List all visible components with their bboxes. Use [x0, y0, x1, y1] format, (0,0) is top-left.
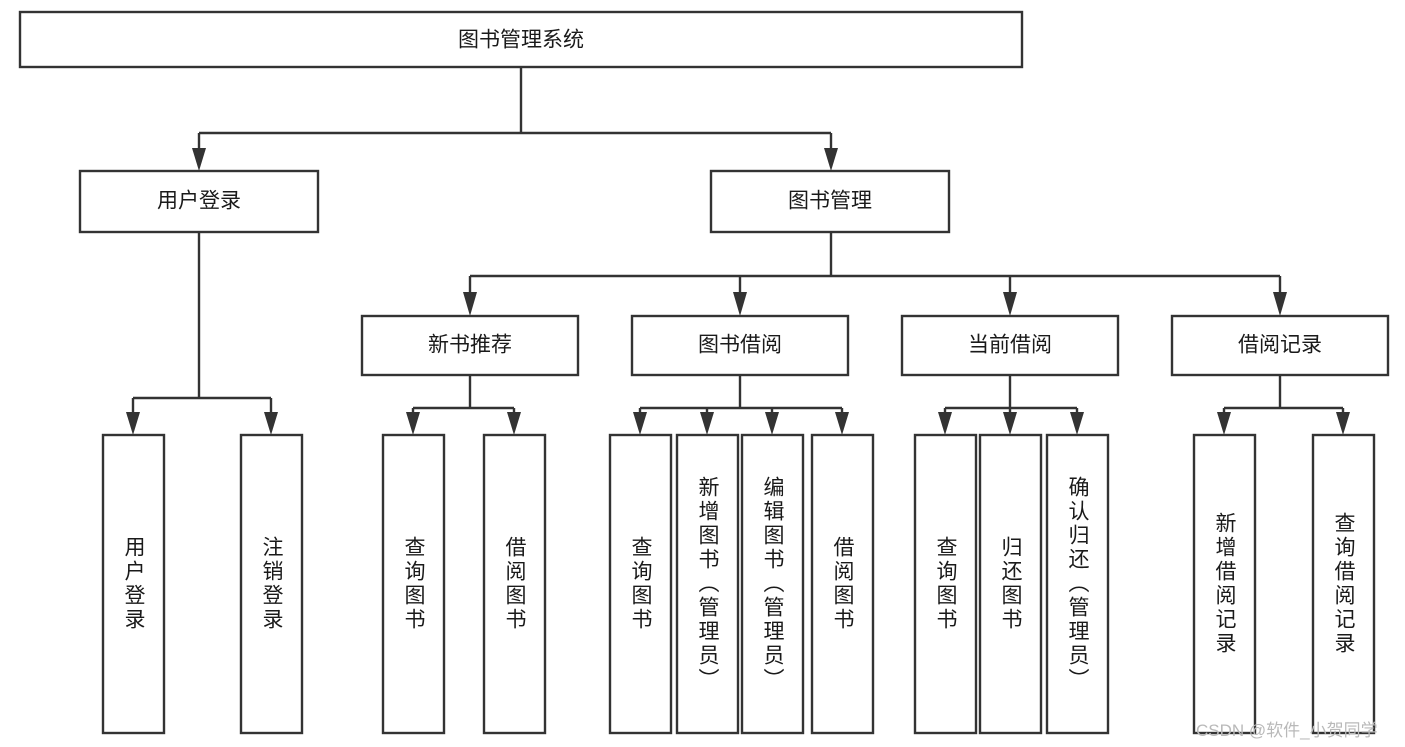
node-user-login-box[interactable]	[78, 169, 320, 234]
leaf-box-book-borrow-1[interactable]	[608, 433, 673, 735]
node-root-label: 图书管理系统	[458, 29, 584, 52]
connector-user-login-split	[131, 232, 273, 416]
connector-group-borrow-record-to-leaves	[1217, 375, 1350, 435]
node-current-borrow[interactable]: 当前借阅	[900, 314, 1120, 377]
arrowhead-leaf-u1	[126, 412, 140, 435]
arrowhead-leaf-b3	[765, 412, 779, 435]
leaf-box-book-borrow-2[interactable]	[675, 433, 740, 735]
leaf-boxes-new-book-recommend	[381, 433, 547, 735]
leaf-boxes-user-login	[101, 433, 304, 735]
connector-group-current-borrow-to-leaves	[938, 375, 1084, 435]
connector-book-manage-split	[468, 232, 1282, 296]
arrowhead-to-book-borrow	[733, 292, 747, 316]
connector-book-borrow-split	[638, 375, 844, 416]
node-root[interactable]: 图书管理系统	[18, 10, 1024, 69]
node-book-manage-label: 图书管理	[788, 190, 872, 213]
node-borrow-record[interactable]: 借阅记录	[1170, 314, 1390, 377]
node-user-login[interactable]: 用户登录	[78, 169, 320, 234]
connector-borrow-record-split	[1222, 375, 1345, 416]
node-current-borrow-box[interactable]	[900, 314, 1120, 377]
node-new-book-recommend-label: 新书推荐	[428, 334, 512, 357]
arrowhead-to-current-borrow	[1003, 292, 1017, 316]
leaf-box-borrow-record-2[interactable]	[1311, 433, 1376, 735]
node-borrow-record-box[interactable]	[1170, 314, 1390, 377]
connector-new-book-split	[411, 375, 516, 416]
arrowhead-leaf-r2	[1336, 412, 1350, 435]
leaf-box-current-borrow-2[interactable]	[978, 433, 1043, 735]
connector-group-new-book-to-leaves	[406, 375, 521, 435]
leaf-box-user-login-2[interactable]	[239, 433, 304, 735]
leaf-boxes-current-borrow	[913, 433, 1110, 735]
leaf-box-book-borrow-4[interactable]	[810, 433, 875, 735]
arrowhead-leaf-r1	[1217, 412, 1231, 435]
connector-root-split	[197, 67, 833, 152]
arrowhead-leaf-c3	[1070, 412, 1084, 435]
arrowhead-leaf-n2	[507, 412, 521, 435]
node-book-manage-box[interactable]	[709, 169, 951, 234]
arrowhead-to-user-login	[192, 148, 206, 171]
arrowhead-to-new-book	[463, 292, 477, 316]
connector-group-book-borrow-to-leaves	[633, 375, 849, 435]
arrowhead-to-borrow-record	[1273, 292, 1287, 316]
leaf-box-user-login-1[interactable]	[101, 433, 166, 735]
node-root-box[interactable]	[18, 10, 1024, 69]
node-book-manage[interactable]: 图书管理	[709, 169, 951, 234]
leaf-box-borrow-record-1[interactable]	[1192, 433, 1257, 735]
arrowhead-to-book-manage	[824, 148, 838, 171]
arrowhead-leaf-b4	[835, 412, 849, 435]
arrowhead-leaf-b2	[700, 412, 714, 435]
arrowhead-leaf-c2	[1003, 412, 1017, 435]
node-new-book-recommend-box[interactable]	[360, 314, 580, 377]
node-book-borrow-box[interactable]	[630, 314, 850, 377]
arrowhead-leaf-u2	[264, 412, 278, 435]
leaf-box-book-borrow-3[interactable]	[740, 433, 805, 735]
node-current-borrow-label: 当前借阅	[968, 334, 1052, 357]
leaf-box-current-borrow-1[interactable]	[913, 433, 978, 735]
node-book-borrow[interactable]: 图书借阅	[630, 314, 850, 377]
leaf-box-current-borrow-3[interactable]	[1045, 433, 1110, 735]
node-borrow-record-label: 借阅记录	[1238, 334, 1322, 357]
leaf-box-new-book-2[interactable]	[482, 433, 547, 735]
arrowhead-leaf-c1	[938, 412, 952, 435]
connector-group-book-manage-to-level3	[463, 232, 1287, 316]
node-new-book-recommend[interactable]: 新书推荐	[360, 314, 580, 377]
csdn-watermark: CSDN @软件_小贺同学	[1196, 721, 1378, 740]
node-user-login-label: 用户登录	[157, 190, 241, 213]
connector-group-user-login-to-leaves	[126, 232, 278, 435]
connector-current-borrow-split	[943, 375, 1079, 416]
leaf-boxes-book-borrow	[608, 433, 875, 735]
connector-group-root-to-level2	[192, 67, 838, 171]
node-book-borrow-label: 图书借阅	[698, 334, 782, 357]
arrowhead-leaf-b1	[633, 412, 647, 435]
leaf-boxes-borrow-record	[1192, 433, 1376, 735]
leaf-box-new-book-1[interactable]	[381, 433, 446, 735]
arrowhead-leaf-n1	[406, 412, 420, 435]
